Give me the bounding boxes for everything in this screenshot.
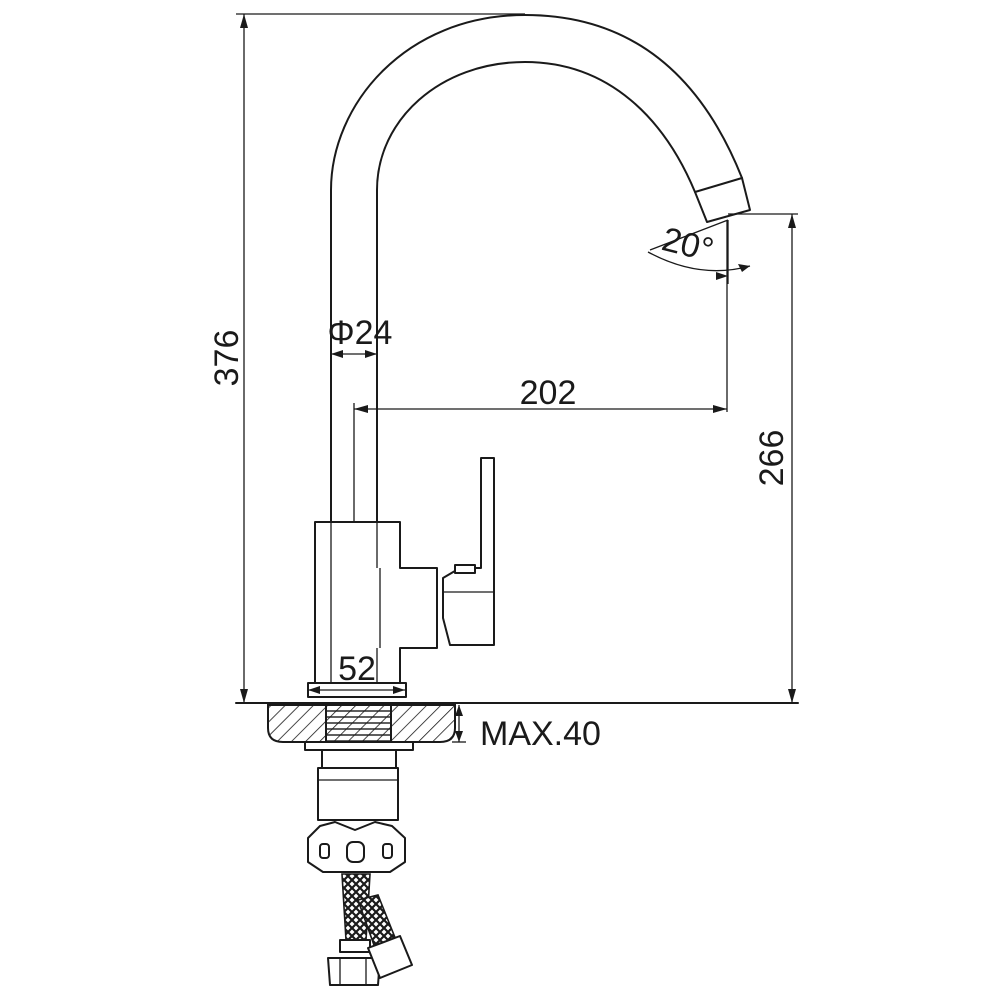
dimension-pipe-diameter: Φ24 <box>328 314 393 358</box>
mounting-assembly <box>304 741 414 873</box>
faucet-spout <box>330 14 751 523</box>
label-pipe-diameter: Φ24 <box>328 314 393 352</box>
countertop-section <box>235 702 799 744</box>
dimension-total-height: 376 <box>208 13 525 703</box>
dimension-base-width: 52 <box>308 650 405 694</box>
dimension-reach: 202 <box>353 220 728 522</box>
faucet-handle <box>442 457 495 646</box>
label-base-width: 52 <box>338 650 376 688</box>
spout-aerator <box>694 177 751 223</box>
label-mount-thickness: MAX.40 <box>480 715 601 753</box>
dimension-spout-height: 266 <box>728 213 798 703</box>
supply-hoses <box>327 873 413 986</box>
label-spout-height: 266 <box>753 430 791 487</box>
label-total-height: 376 <box>208 330 246 387</box>
label-reach: 202 <box>520 374 577 412</box>
dimension-mount-thickness: MAX.40 <box>452 705 601 753</box>
dimension-spout-angle: 20° <box>647 219 751 284</box>
